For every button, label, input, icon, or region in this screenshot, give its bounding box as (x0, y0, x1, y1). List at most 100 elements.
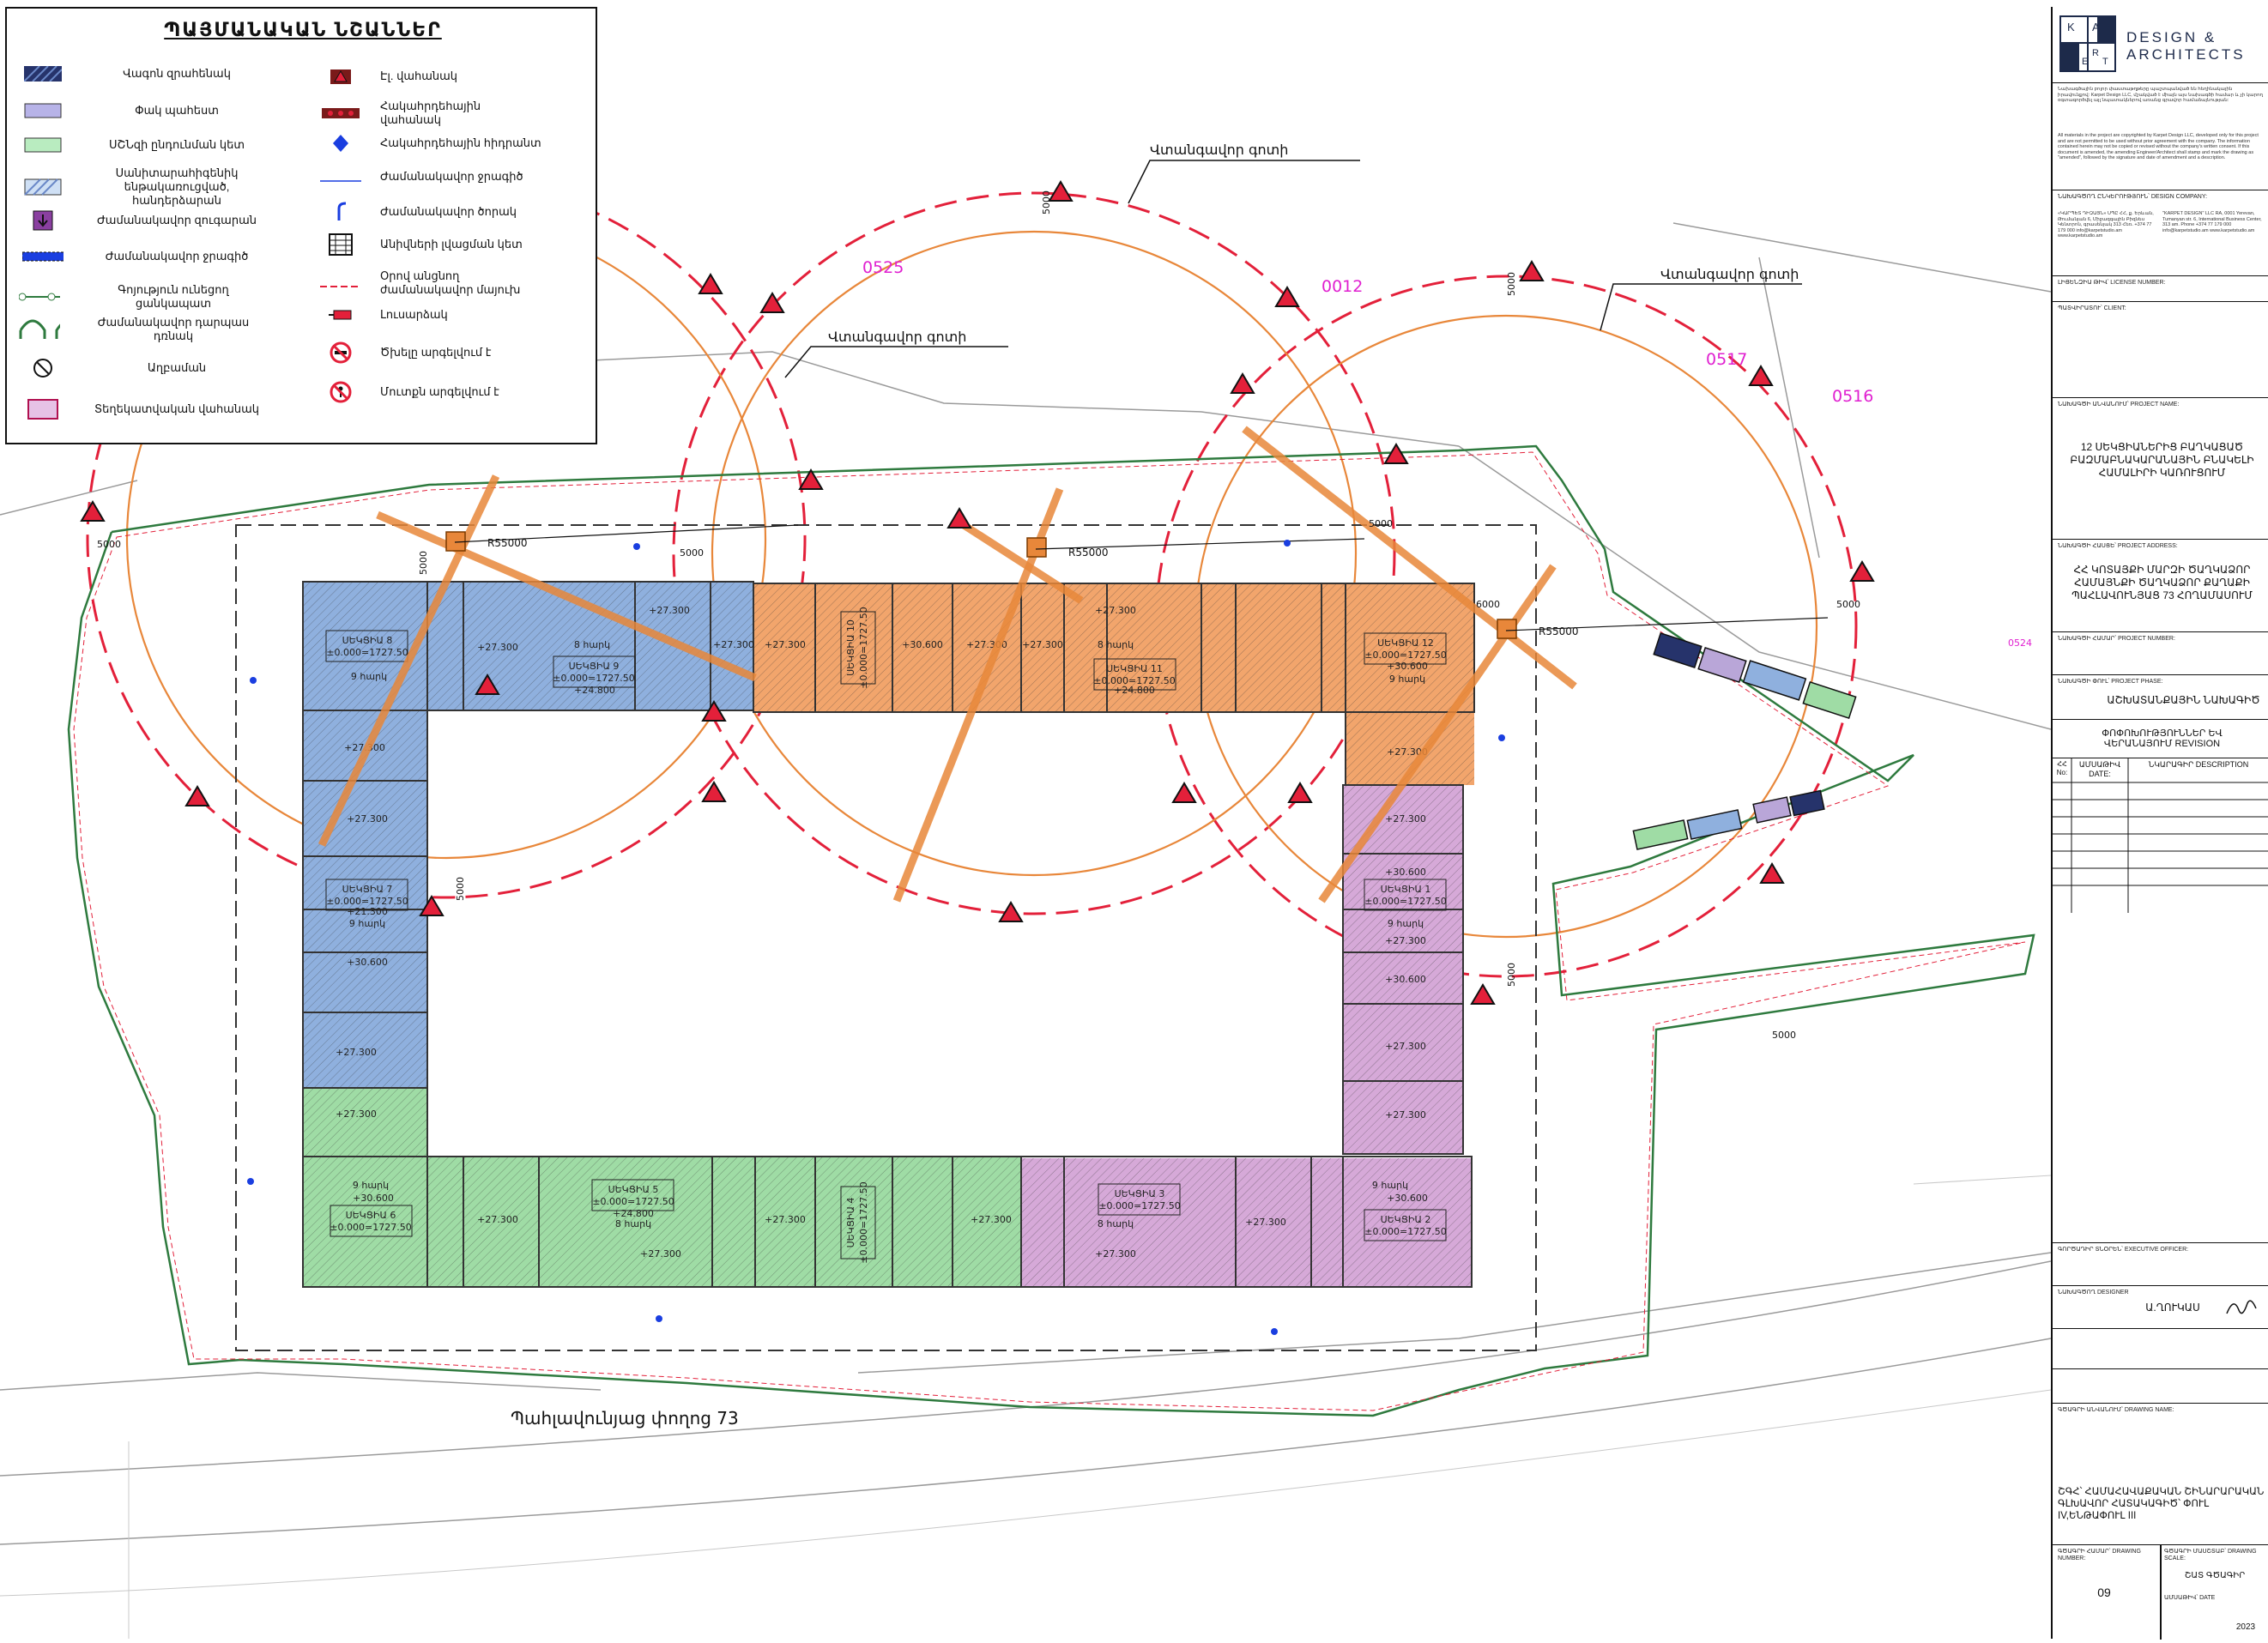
revision-col-date: ԱՄՍԱԹԻՎ DATE: (2078, 760, 2121, 778)
designer-section: ՆԱԽԱԳԾՈՂ DESIGNER Ա.ՂՈՒԿԱՍ (2053, 1285, 2268, 1328)
blank-row (2053, 1328, 2268, 1368)
svg-text:+27.300: +27.300 (640, 1248, 681, 1259)
legend-item-14: Ժամանակավոր ջրագիծ (320, 167, 543, 186)
svg-text:+27.300: +27.300 (336, 1047, 377, 1058)
svg-text:5000: 5000 (680, 547, 704, 559)
svg-text:5000: 5000 (1041, 190, 1052, 214)
svg-text:+30.600: +30.600 (1387, 661, 1428, 672)
svg-text:0524: 0524 (2008, 637, 2032, 649)
client-section: ՊԱՏՎԻՐԱՏՈՒ՝ CLIENT: (2053, 301, 2268, 397)
zone-codes: 0525 0012 0517 0516 0524 (862, 258, 2032, 649)
section-labels: ՍԵԿՑԻԱ 8±0.000=1727.509 հարկ ՍԵԿՑԻԱ 9±0.… (325, 607, 1447, 1264)
section-label-9: ՍԵԿՑԻԱ 9±0.000=1727.508 հարկ (553, 639, 636, 688)
copyright-eng: All materials in the project are copyrig… (2058, 133, 2259, 160)
firm-logo: K A R E T (2059, 15, 2116, 72)
executive-section: ԳՈՐԾԱԴԻՐ ՏՆՕՐԵՆ՝ EXECUTIVE OFFICER: (2053, 1242, 2268, 1285)
legend-item-16: Անիվների լվացման կետ (320, 233, 543, 256)
site-plan: ՍԵԿՑԻԱ 8±0.000=1727.509 հարկ ՍԵԿՑԻԱ 9±0.… (0, 142, 2052, 1639)
section-label-10: ՍԵԿՑԻԱ 10±0.000=1727.50 (840, 607, 876, 689)
level-labels: +27.300 +27.300 +27.300 +27.300 +30.600 … (336, 605, 1428, 1259)
legend-item-11: Էլ. վահանակ (320, 67, 526, 86)
section-label-4: ՍԵԿՑԻԱ 4±0.000=1727.50 (840, 1181, 876, 1264)
logo-letter-k: K (2067, 21, 2075, 33)
logo-letter-t: T (2102, 57, 2108, 67)
svg-text:+27.300: +27.300 (1022, 639, 1063, 650)
drawing-date: 2023 (2235, 1622, 2256, 1632)
revision-header: ՓՈՓՈԽՈՒԹՅՈՒՆՆԵՐ ԵՎ ՎԵՐԱՆԱՅՈՒՄ REVISION (2053, 719, 2268, 758)
legend-item-12: Հակահրդեհային վահանակ (320, 100, 543, 127)
section-label-8: ՍԵԿՑԻԱ 8±0.000=1727.509 հարկ (325, 630, 408, 682)
svg-text:+30.600: +30.600 (1387, 1193, 1428, 1204)
svg-text:ՍԵԿՑԻԱ 6: ՍԵԿՑԻԱ 6 (346, 1210, 396, 1221)
legend-item-19: Ծխելը արգելվում է (320, 341, 543, 364)
svg-text:Վտանգավոր գոտի: Վտանգավոր գոտի (828, 329, 966, 345)
svg-text:+27.300: +27.300 (477, 642, 518, 653)
svg-text:9 հարկ: 9 հարկ (1372, 1180, 1408, 1191)
hydrants (247, 540, 1505, 1335)
svg-text:0516: 0516 (1832, 387, 1873, 406)
svg-text:+27.300: +27.300 (1095, 605, 1136, 616)
fire-hydrant-icon (320, 134, 361, 153)
svg-text:+27.300: +27.300 (1385, 813, 1426, 825)
road-lines-light (0, 1175, 2052, 1639)
svg-text:+27.300: +27.300 (713, 639, 754, 650)
logo-letter-r: R (2092, 48, 2099, 58)
svg-text:+27.300: +27.300 (336, 1108, 377, 1120)
company-arm: «ԿԱՐՊԵՏ ԴԻԶԱՅՆ» ՍՊԸ ՀՀ, ք. Երևան, Թուման… (2058, 211, 2154, 239)
svg-text:±0.000=1727.50: ±0.000=1727.50 (326, 896, 408, 907)
fence-redline (73, 451, 2026, 1411)
svg-text:R55000: R55000 (487, 537, 528, 549)
hatched-light-blue-swatch-icon (22, 178, 64, 196)
project-address: ՀՀ ԿՈՏԱՅՔԻ ՄԱՐԶԻ ԾԱՂԿԱՁՈՐ ՀԱՄԱՅՆՔԻ ԾԱՂԿԱ… (2071, 564, 2253, 601)
svg-text:±0.000=1727.50: ±0.000=1727.50 (1364, 896, 1446, 907)
svg-text:0012: 0012 (1321, 277, 1363, 296)
svg-text:0525: 0525 (862, 258, 904, 277)
drawing-number: 09 (2097, 1586, 2111, 1599)
drawing-scale: ՇԱՏ ԳԾԱԳԻՐ (2184, 1571, 2246, 1580)
section-label-5: ՍԵԿՑԻԱ 5±0.000=1727.508 հարկ (591, 1179, 674, 1229)
dimension-labels: 5000 5000 5000 5000 5000 6000 5000 5000 … (97, 190, 1860, 1041)
svg-text:+27.300: +27.300 (1095, 1248, 1136, 1259)
svg-text:±0.000=1727.50: ±0.000=1727.50 (1364, 1226, 1446, 1237)
drawing-name: ՇԳՀ՝ ՀԱՄԱՀԱՎԱՔԱԿԱՆ ՇԻՆԱՐԱՐԱԿԱՆ ԳԼԽԱՎՈՐ Հ… (2058, 1487, 2265, 1521)
section-label-6: ՍԵԿՑԻԱ 6±0.000=1727.50 9 հարկ (330, 1180, 413, 1237)
designer-name: Ա.ՂՈՒԿԱՍ (2145, 1302, 2200, 1314)
svg-text:±0.000=1727.50: ±0.000=1727.50 (1098, 1200, 1180, 1211)
svg-text:+27.300: +27.300 (1385, 1041, 1426, 1052)
section-label-7: ՍԵԿՑԻԱ 7±0.000=1727.50 9 հարկ (325, 879, 408, 929)
section-label-1: ՍԵԿՑԻԱ 1±0.000=1727.509 հարկ (1364, 879, 1447, 929)
svg-text:ՍԵԿՑԻԱ 5: ՍԵԿՑԻԱ 5 (608, 1184, 659, 1195)
lavender-swatch-icon (22, 101, 64, 120)
project-number-section: ՆԱԽԱԳԾԻ ՀԱՄԱՐ՝ PROJECT NUMBER: (2053, 631, 2268, 674)
project-phase-section: ՆԱԽԱԳԾԻ ՓՈՒԼ՝ PROJECT PHASE: ԱՇԽԱՏԱՆՔԱՅԻ… (2053, 674, 2268, 719)
svg-text:5000: 5000 (1506, 272, 1517, 296)
svg-text:9 հարկ: 9 հարկ (349, 918, 385, 929)
svg-text:ՍԵԿՑԻԱ 2: ՍԵԿՑԻԱ 2 (1381, 1214, 1431, 1225)
legend-item-6: Ժամանակավոր ջրագիծ (22, 247, 271, 266)
svg-text:ՍԵԿՑԻԱ 11: ՍԵԿՑԻԱ 11 (1106, 663, 1163, 674)
legend-item-13: Հակահրդեհային հիդրանտ (320, 134, 543, 153)
svg-text:R55000: R55000 (1539, 625, 1579, 637)
legend-item-8: Ժամանակավոր դարպաս դռնակ (19, 316, 268, 343)
section-label-11: ՍԵԿՑԻԱ 11±0.000=1727.508 հարկ (1093, 639, 1176, 691)
warning-triangles (80, 180, 1875, 1005)
svg-text:ՍԵԿՑԻԱ 3: ՍԵԿՑԻԱ 3 (1115, 1188, 1165, 1199)
svg-text:R55000: R55000 (1068, 547, 1109, 559)
svg-text:±0.000=1727.50: ±0.000=1727.50 (330, 1222, 411, 1233)
svg-text:+27.300: +27.300 (1387, 746, 1428, 758)
radius-labels: R55000 R55000 R55000 (454, 524, 1829, 637)
svg-text:9 հարկ: 9 հարկ (353, 1180, 389, 1191)
svg-text:ՍԵԿՑԻԱ 7: ՍԵԿՑԻԱ 7 (342, 884, 393, 895)
purple-box-icon (22, 210, 64, 231)
drawing-name-section: ԳԾԱԳՐԻ ԱՆՎԱՆՈՒՄ՝ DRAWING NAME: ՇԳՀ՝ ՀԱՄԱ… (2053, 1403, 2268, 1544)
design-company-section: ՆԱԽԱԳԾՈՂ ԸՆԿԵՐՈՒԹՅՈՒՆ՝ DESIGN COMPANY: «… (2053, 190, 2268, 275)
legend-item-18: Լուսարձակ (320, 305, 543, 324)
legend-item-10: Տեղեկատվական վահանակ (22, 399, 271, 420)
wheel-wash-icon (320, 233, 361, 256)
legend-panel: ՊԱՅՄԱՆԱԿԱՆ ՆՇԱՆՆԵՐ Վագոն զրահենակ Փակ պա… (5, 7, 597, 444)
svg-text:+30.600: +30.600 (1385, 867, 1426, 878)
building-green (303, 1088, 1021, 1287)
legend-item-4: Սանիտարահիգենիկ ենթակառուցված, հանդերձար… (22, 166, 271, 208)
svg-text:Վտանգավոր գոտի: Վտանգավոր գոտի (1150, 142, 1288, 158)
section-dividers (302, 581, 1475, 1288)
